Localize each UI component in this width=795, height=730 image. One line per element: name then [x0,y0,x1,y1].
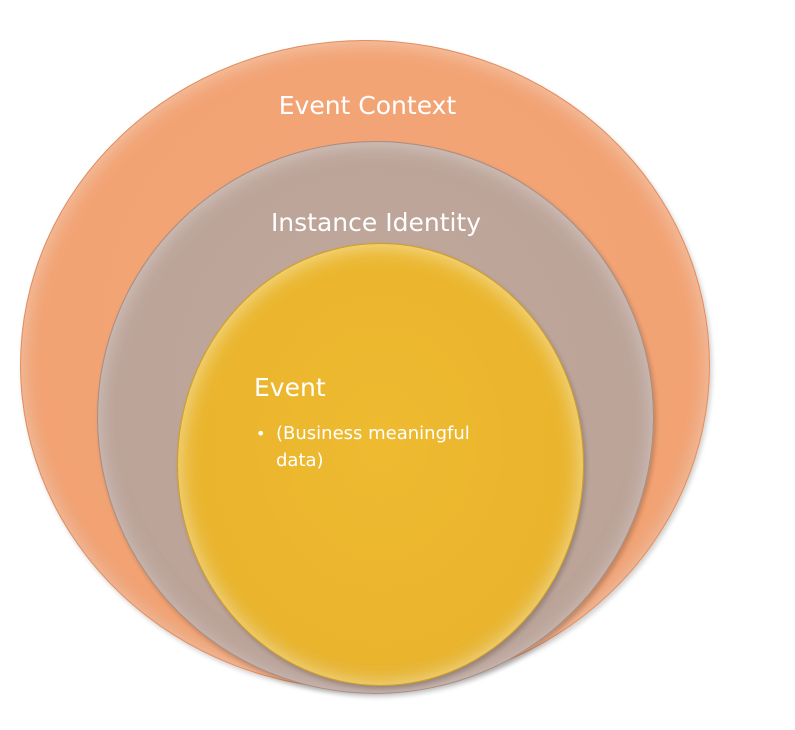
event-bullet-item: • (Business meaningful data) [256,420,506,474]
instance-identity-label: Instance Identity [270,208,482,237]
bullet-icon: • [256,424,266,443]
event-context-label: Event Context [278,91,457,120]
event-label: Event [254,373,326,402]
event-bullet-text: (Business meaningful data) [276,423,470,471]
event-circle [177,243,584,686]
event-bullet-list: • (Business meaningful data) [256,420,506,474]
